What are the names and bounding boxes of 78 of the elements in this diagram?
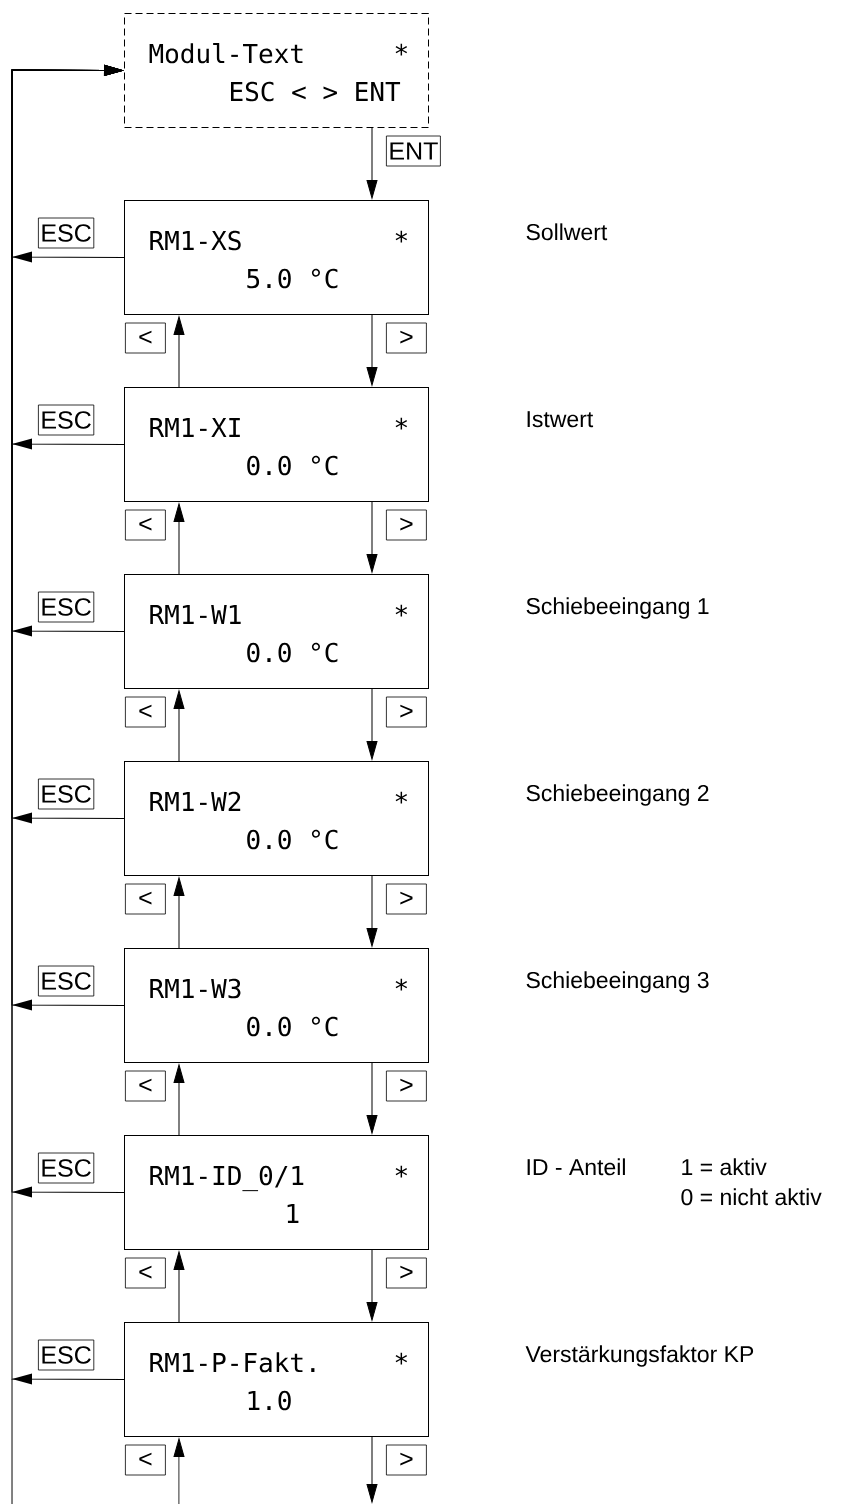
display-text: 1.0 <box>248 1390 291 1411</box>
key-label: ESC <box>38 1339 95 1371</box>
display-text: RM1-XI <box>150 418 240 437</box>
key-label: ESC <box>38 1152 95 1184</box>
display-box <box>124 200 429 315</box>
key-label: > <box>386 1444 427 1476</box>
display-box <box>124 387 429 502</box>
key-label: < <box>125 696 166 728</box>
display-text: Modul-Text <box>149 43 303 64</box>
arrow <box>366 314 378 386</box>
display-box <box>124 13 429 128</box>
display-box <box>124 1322 429 1437</box>
display-text: RM1-ID_0/1 <box>150 1165 304 1192</box>
display-box <box>124 761 429 876</box>
key-label: ENT <box>386 135 441 167</box>
display-box <box>124 1135 429 1250</box>
display-text: * <box>395 417 408 430</box>
display-text: * <box>395 791 408 804</box>
arrow <box>366 1062 378 1134</box>
display-text: 1 <box>287 1204 299 1223</box>
arrow <box>173 1064 185 1136</box>
display-text: * <box>395 230 408 243</box>
display-text: RM1-W3 <box>150 978 241 999</box>
display-text: 0.0 °C <box>247 642 338 663</box>
display-text: * <box>395 43 408 56</box>
display-text: * <box>395 1352 408 1365</box>
description-text: Schiebeeingang 2 <box>526 784 709 806</box>
arrow <box>173 1438 185 1504</box>
display-box <box>124 574 429 689</box>
key-label: < <box>125 1070 166 1102</box>
arrow <box>173 877 185 949</box>
key-label: ESC <box>38 591 95 623</box>
key-label: ESC <box>38 217 95 249</box>
display-text: * <box>395 604 408 617</box>
key-label: < <box>125 509 166 541</box>
display-text: * <box>395 1165 408 1178</box>
arrow <box>173 690 185 762</box>
key-label: < <box>125 883 166 915</box>
display-text: 5.0 °C <box>247 268 338 289</box>
key-label: > <box>386 696 427 728</box>
key-label: ESC <box>38 404 95 436</box>
description-text: Istwert <box>527 411 594 428</box>
key-label: < <box>125 322 166 354</box>
description-text: Schiebeeingang 3 <box>526 971 709 993</box>
display-text: RM1-P-Fakt. <box>150 1352 315 1373</box>
description-text: Verstärkungsfaktor KP <box>525 1345 754 1367</box>
arrow <box>366 501 378 573</box>
display-text: RM1-W1 <box>150 605 241 624</box>
arrow <box>366 688 378 760</box>
arrow <box>173 1251 185 1323</box>
display-text: 0.0 °C <box>247 829 338 850</box>
description-text: 0 = nicht aktiv <box>681 1188 822 1206</box>
key-label: > <box>386 1070 427 1102</box>
display-text: 0.0 °C <box>247 455 338 476</box>
arrow <box>366 875 378 947</box>
display-text: * <box>395 978 408 991</box>
key-label: ESC <box>38 965 95 997</box>
arrow <box>366 1436 378 1503</box>
arrow <box>173 503 185 575</box>
key-label: < <box>125 1444 166 1476</box>
display-text: RM1-XS <box>150 230 241 251</box>
arrow <box>366 1249 378 1321</box>
description-text: Schiebeeingang 1 <box>526 597 709 619</box>
key-label: > <box>386 322 427 354</box>
display-text: ESC < > ENT <box>231 81 401 102</box>
key-label: > <box>386 883 427 915</box>
description-text: 1 = aktiv <box>682 1158 767 1176</box>
display-box <box>124 948 429 1063</box>
key-label: < <box>125 1257 166 1289</box>
arrow <box>173 316 185 388</box>
display-text: RM1-W2 <box>150 791 241 811</box>
arrow <box>366 127 378 199</box>
key-label: > <box>386 1257 427 1289</box>
display-text: 0.0 °C <box>247 1016 338 1037</box>
description-text: Sollwert <box>526 223 608 241</box>
description-text: ID - Anteil <box>527 1158 625 1176</box>
key-label: ESC <box>38 778 95 810</box>
key-label: > <box>386 509 427 541</box>
